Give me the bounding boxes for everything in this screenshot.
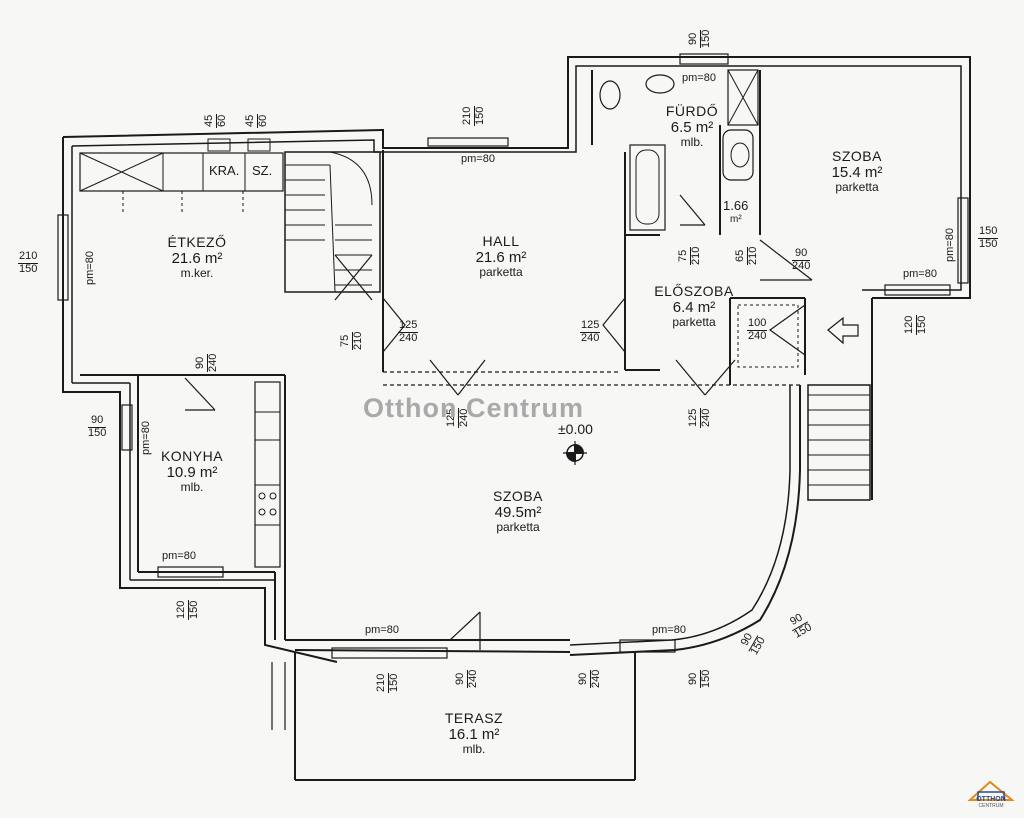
room-name: SZOBA xyxy=(493,488,543,504)
room-floor: parketta xyxy=(672,315,716,330)
parapet-hall: pm=80 xyxy=(461,153,495,165)
parapet-szoba-main: pm=80 xyxy=(365,624,399,636)
room-eloszoba: ELŐSZOBA 6.4 m² parketta xyxy=(654,283,733,330)
wc-area-unit: m² xyxy=(730,214,742,225)
room-floor: parketta xyxy=(835,180,879,195)
room-name: KONYHA xyxy=(160,448,224,464)
room-floor: mlb. xyxy=(680,135,704,150)
fixture-sz: SZ. xyxy=(252,163,273,178)
room-area: 15.4 m² xyxy=(831,164,883,182)
room-konyha: KONYHA 10.9 m² mlb. xyxy=(161,448,223,495)
watermark: Otthon Centrum xyxy=(363,393,584,423)
room-floor: parketta xyxy=(496,520,540,535)
elevation-label: ±0.00 xyxy=(558,421,593,437)
room-szoba-main: SZOBA 49.5m² parketta xyxy=(493,488,543,535)
room-hall: HALL 21.6 m² parketta xyxy=(476,233,527,280)
parapet-szoba-upper: pm=80 xyxy=(903,268,937,280)
room-name: SZOBA xyxy=(832,148,882,164)
room-floor: mlb. xyxy=(462,742,486,757)
room-floor: parketta xyxy=(479,265,523,280)
room-area: 16.1 m² xyxy=(448,726,500,744)
room-name: HALL xyxy=(482,233,520,249)
room-furdo: FÜRDŐ 6.5 m² mlb. xyxy=(666,103,718,150)
logo-text-1: OTTHON xyxy=(976,796,1006,803)
otthon-centrum-logo: OTTHON CENTRUM xyxy=(966,776,1016,810)
room-name: TERASZ xyxy=(444,710,504,726)
room-area: 21.6 m² xyxy=(171,250,223,268)
room-name: ELŐSZOBA xyxy=(654,283,734,299)
logo-text-2: CENTRUM xyxy=(978,803,1004,809)
room-area: 10.9 m² xyxy=(166,464,218,482)
parapet-konyha-side: pm=80 xyxy=(140,421,152,455)
parapet-etkezo: pm=80 xyxy=(84,251,96,285)
room-etkezo: ÉTKEZŐ 21.6 m² m.ker. xyxy=(167,234,226,281)
wc-area: 1.66 xyxy=(723,198,749,213)
room-name: FÜRDŐ xyxy=(665,103,719,119)
room-floor: mlb. xyxy=(180,480,204,495)
parapet-furdo: pm=80 xyxy=(682,72,716,84)
curved-wall xyxy=(569,385,801,656)
room-area: 6.4 m² xyxy=(672,299,716,317)
fixture-kra: KRA. xyxy=(209,163,240,178)
parapet-szoba-side: pm=80 xyxy=(944,228,956,262)
outer-wall-left xyxy=(62,137,338,663)
room-area: 49.5m² xyxy=(494,504,542,522)
room-szoba-upper: SZOBA 15.4 m² parketta xyxy=(832,148,883,195)
parapet-szoba-curve: pm=80 xyxy=(652,624,686,636)
outer-wall-top xyxy=(62,56,971,299)
room-name: ÉTKEZŐ xyxy=(167,234,227,250)
room-area: 21.6 m² xyxy=(475,249,527,267)
room-floor: m.ker. xyxy=(180,266,214,281)
parapet-konyha: pm=80 xyxy=(162,550,196,562)
room-area: 6.5 m² xyxy=(670,119,714,137)
room-terasz: TERASZ 16.1 m² mlb. xyxy=(445,710,503,757)
